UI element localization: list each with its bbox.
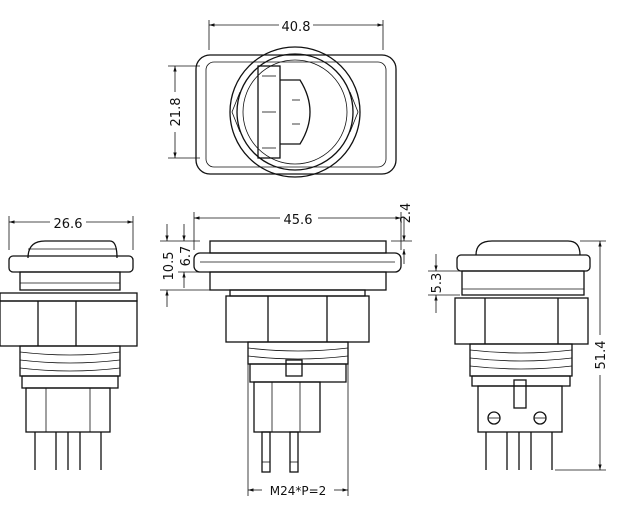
top-height-label: 21.8 — [169, 98, 184, 127]
right-view: 5.3 51.4 — [428, 240, 609, 471]
front-total-height-label: 10.5 — [162, 252, 177, 281]
left-cap-width-label: 26.6 — [54, 217, 83, 232]
front-width-label: 45.6 — [284, 213, 313, 228]
left-view: 26.6 — [0, 216, 138, 470]
top-width-label: 40.8 — [282, 20, 311, 35]
front-view: 45.6 2.4 10.5 6.7 — [160, 203, 414, 498]
right-cap-offset-label: 5.3 — [430, 273, 445, 294]
right-overall-height-label: 51.4 — [594, 341, 609, 370]
thread-spec-label: M24*P=2 — [270, 484, 327, 498]
front-step-label: 2.4 — [399, 203, 414, 224]
top-view: 40.8 21.8 — [168, 20, 397, 178]
front-cap-height-label: 6.7 — [179, 246, 194, 267]
